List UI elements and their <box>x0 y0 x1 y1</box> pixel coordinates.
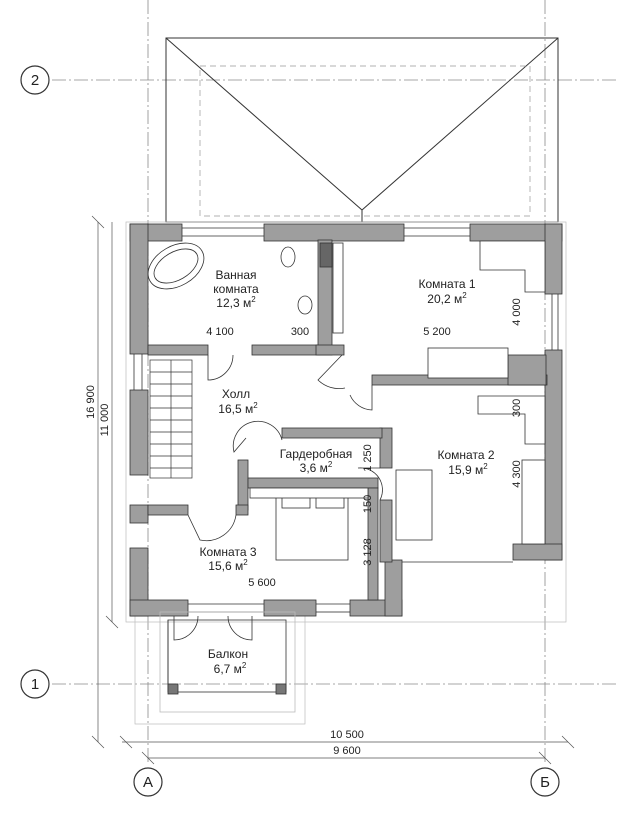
axis-markers <box>20 65 560 797</box>
room2-bed <box>395 469 433 541</box>
axis-bubble-b <box>530 767 560 797</box>
doors <box>173 354 383 641</box>
balcony-name: Балкон <box>208 647 248 661</box>
toilet <box>280 246 296 268</box>
dim-1250: 1 250 <box>362 444 374 472</box>
axis-bubble-2 <box>20 65 50 95</box>
axis-label-b: Б <box>540 774 550 791</box>
hall-name: Холл <box>222 387 250 401</box>
dim-150: 150 <box>362 495 374 513</box>
axis-label-2: 2 <box>31 72 39 89</box>
windows <box>133 227 559 613</box>
axis-bubble-a <box>133 767 163 797</box>
balcony <box>159 611 296 713</box>
dim-9600: 9 600 <box>333 745 361 757</box>
dim-3128: 3 128 <box>362 538 374 566</box>
dim-10500: 10 500 <box>330 729 364 741</box>
roof-dashed <box>199 65 531 217</box>
dim-4100: 4 100 <box>206 326 234 338</box>
room3-name: Комната 3 <box>200 545 257 559</box>
ventilation-shaft <box>319 242 333 268</box>
room2-name: Комната 2 <box>438 448 495 462</box>
bathtub-inner <box>153 248 199 284</box>
dim-300-top: 300 <box>291 326 309 338</box>
dim-4300: 4 300 <box>511 460 523 488</box>
room1-desk <box>479 240 546 293</box>
dim-5600: 5 600 <box>248 577 276 589</box>
axis-label-a: А <box>143 774 153 791</box>
staircase <box>149 359 193 479</box>
room2-area: 15,9 м2 <box>448 462 488 477</box>
dim-16900: 16 900 <box>85 385 97 419</box>
room3-area: 15,6 м2 <box>208 558 248 573</box>
room1-area: 20,2 м2 <box>427 291 467 306</box>
room2-desk <box>477 395 546 445</box>
axis-label-1: 1 <box>31 676 39 693</box>
balcony-area: 6,7 м2 <box>214 661 247 676</box>
roof <box>165 37 559 223</box>
bathroom-counter <box>332 242 344 334</box>
walls <box>129 223 563 617</box>
dim-11000: 11 000 <box>99 404 111 437</box>
axis-bubble-1 <box>20 669 50 699</box>
bathroom-name-line1: Ванная <box>215 268 256 282</box>
room1-name: Комната 1 <box>419 277 476 291</box>
room2-wardrobe <box>521 459 546 545</box>
dim-300-right: 300 <box>511 399 523 417</box>
dim-4000: 4 000 <box>511 298 523 326</box>
dim-5200: 5 200 <box>423 326 451 338</box>
sink <box>297 295 313 315</box>
bathroom-name-line2: комната <box>213 282 259 296</box>
furniture <box>147 240 546 561</box>
wardrobe-area: 3,6 м2 <box>300 460 333 475</box>
bathroom-area: 12,3 м2 <box>216 295 256 310</box>
room1-bed <box>427 347 509 379</box>
wardrobe-name: Гардеробная <box>280 447 353 461</box>
room3-wardrobe <box>249 487 369 499</box>
hall-area: 16,5 м2 <box>218 401 258 416</box>
dimension-lines <box>91 215 575 765</box>
